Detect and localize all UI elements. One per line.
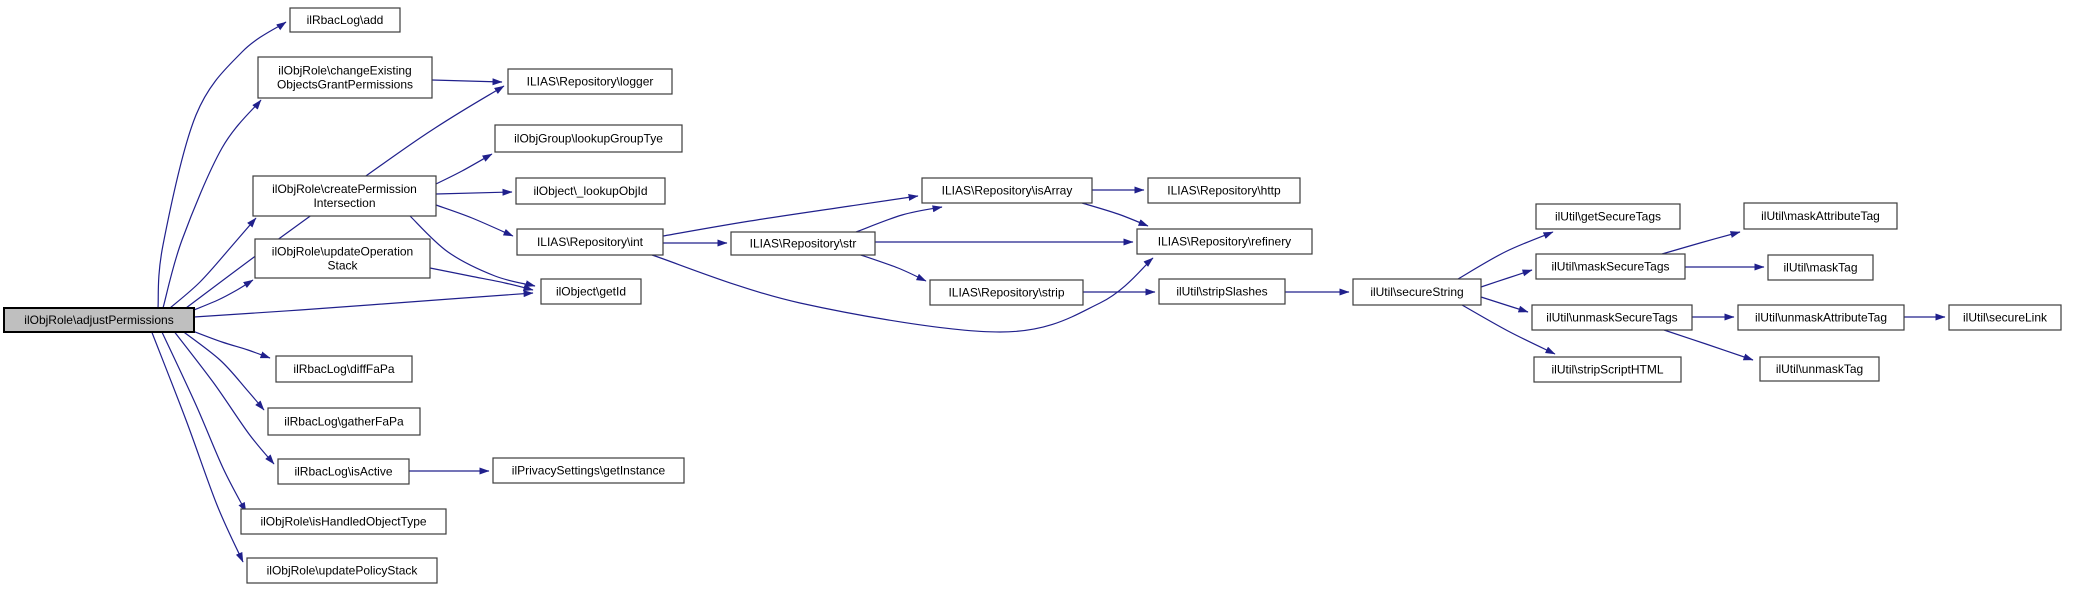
edge-unmaskSecureTags-unmaskTag (1663, 329, 1754, 361)
edge-secureString-stripScriptHTML (1461, 304, 1556, 355)
node-str[interactable]: ILIAS\Repository\str (730, 231, 876, 256)
node-label: ilObject\_lookupObjId (533, 184, 647, 198)
edge-int-isArray (662, 193, 919, 237)
node-lookupObjId[interactable]: ilObject\_lookupObjId (515, 177, 666, 205)
node-getInstance[interactable]: ilPrivacySettings\getInstance (492, 457, 685, 484)
edge-adjustPermissions-add (157, 21, 287, 309)
node-maskSecureTags[interactable]: ilUtil\maskSecureTags (1535, 253, 1686, 280)
node-logger[interactable]: ILIAS\Repository\logger (507, 68, 673, 95)
edge-secureString-unmaskSecureTags (1480, 296, 1529, 313)
node-label: ilUtil\unmaskSecureTags (1546, 311, 1677, 325)
node-int[interactable]: ILIAS\Repository\int (516, 228, 664, 256)
edge-adjustPermissions-updatePolicyStack (150, 329, 244, 563)
edge-adjustPermissions-gatherFaPa (180, 329, 265, 411)
node-label: ilUtil\secureString (1370, 285, 1463, 299)
node-label: ILIAS\Repository\int (537, 235, 644, 249)
edge-createPermission-lookupGroupTye (435, 153, 493, 185)
edge-isArray-refinery (1081, 202, 1149, 227)
node-add[interactable]: ilRbacLog\add (289, 7, 401, 33)
node-label: ILIAS\Repository\str (750, 237, 857, 251)
node-label: ilUtil\stripScriptHTML (1551, 363, 1663, 377)
node-label: ilObjRole\updatePolicyStack (267, 564, 419, 578)
node-isActive[interactable]: ilRbacLog\isActive (277, 458, 410, 485)
node-http[interactable]: ILIAS\Repository\http (1147, 177, 1301, 204)
node-getId[interactable]: ilObject\getId (540, 278, 642, 305)
edge-adjustPermissions-updateOperation (193, 279, 254, 311)
edge-str-strip (857, 253, 927, 282)
node-label: ILIAS\Repository\strip (948, 286, 1064, 300)
edge-int-refinery (651, 254, 1154, 333)
node-label: ilUtil\unmaskTag (1776, 362, 1863, 376)
edge-secureString-maskSecureTags (1480, 269, 1533, 288)
edge-createPermission-lookupObjId (435, 188, 513, 196)
node-label: ILIAS\Repository\http (1167, 184, 1281, 198)
node-label: ilUtil\stripSlashes (1176, 285, 1267, 299)
node-maskAttributeTag[interactable]: ilUtil\maskAttributeTag (1743, 202, 1898, 230)
node-label: ilUtil\maskTag (1783, 261, 1857, 275)
node-secureLink[interactable]: ilUtil\secureLink (1948, 304, 2062, 331)
node-label: ilUtil\unmaskAttributeTag (1755, 311, 1887, 325)
node-refinery[interactable]: ILIAS\Repository\refinery (1136, 228, 1313, 255)
node-getSecureTags[interactable]: ilUtil\getSecureTags (1535, 203, 1681, 230)
edge-adjustPermissions-changeExisting (162, 99, 262, 309)
edge-adjustPermissions-getId (193, 290, 534, 318)
node-adjustPermissions[interactable]: ilObjRole\adjustPermissions (3, 307, 195, 333)
node-label: ilRbacLog\gatherFaPa (284, 415, 404, 429)
node-lookupGroupTye[interactable]: ilObjGroup\lookupGroupTye (494, 124, 683, 153)
node-updatePolicyStack[interactable]: ilObjRole\updatePolicyStack (246, 557, 438, 584)
node-label: ilUtil\maskSecureTags (1551, 260, 1669, 274)
edge-maskSecureTags-maskAttributeTag (1661, 231, 1741, 255)
edge-adjustPermissions-isHandledObjectType (160, 329, 247, 513)
node-gatherFaPa[interactable]: ilRbacLog\gatherFaPa (267, 407, 421, 436)
node-label: ilObject\getId (556, 285, 626, 299)
edge-adjustPermissions-createPermission (169, 217, 257, 309)
edge-str-isArray (855, 205, 943, 233)
edge-createPermission-getId (409, 215, 536, 288)
node-unmaskSecureTags[interactable]: ilUtil\unmaskSecureTags (1531, 304, 1693, 331)
node-label: ilPrivacySettings\getInstance (512, 464, 666, 478)
node-label: ilRbacLog\diffFaPa (293, 362, 395, 376)
node-stripScriptHTML[interactable]: ilUtil\stripScriptHTML (1533, 356, 1682, 383)
node-label: ilRbacLog\isActive (294, 465, 392, 479)
node-label: ilObjRole\adjustPermissions (24, 313, 173, 327)
node-label: ILIAS\Repository\isArray (942, 184, 1073, 198)
node-label: ilUtil\secureLink (1963, 311, 2048, 325)
node-isHandledObjectType[interactable]: ilObjRole\isHandledObjectType (240, 508, 447, 535)
node-strip[interactable]: ILIAS\Repository\strip (929, 279, 1084, 306)
node-label: ilUtil\getSecureTags (1555, 210, 1661, 224)
node-secureString[interactable]: ilUtil\secureString (1352, 278, 1482, 306)
node-maskTag[interactable]: ilUtil\maskTag (1767, 254, 1874, 281)
node-label: ilUtil\maskAttributeTag (1761, 209, 1880, 223)
node-label: ILIAS\Repository\refinery (1158, 235, 1291, 249)
node-unmaskTag[interactable]: ilUtil\unmaskTag (1759, 356, 1880, 382)
edge-adjustPermissions-diffFaPa (189, 329, 271, 359)
node-label: ilObjGroup\lookupGroupTye (514, 132, 663, 146)
node-isArray[interactable]: ILIAS\Repository\isArray (921, 177, 1093, 204)
edge-createPermission-int (435, 204, 514, 237)
node-label: ilObjRole\isHandledObjectType (260, 515, 426, 529)
node-label: ILIAS\Repository\logger (527, 75, 654, 89)
node-label: ilRbacLog\add (307, 13, 384, 27)
edge-secureString-getSecureTags (1457, 231, 1554, 280)
edge-updateOperation-getId (429, 267, 534, 292)
node-diffFaPa[interactable]: ilRbacLog\diffFaPa (275, 355, 413, 383)
node-stripSlashes[interactable]: ilUtil\stripSlashes (1158, 278, 1286, 305)
node-unmaskAttributeTag[interactable]: ilUtil\unmaskAttributeTag (1737, 304, 1905, 331)
edge-changeExisting-logger (431, 78, 503, 86)
edge-adjustPermissions-isActive (172, 329, 275, 465)
